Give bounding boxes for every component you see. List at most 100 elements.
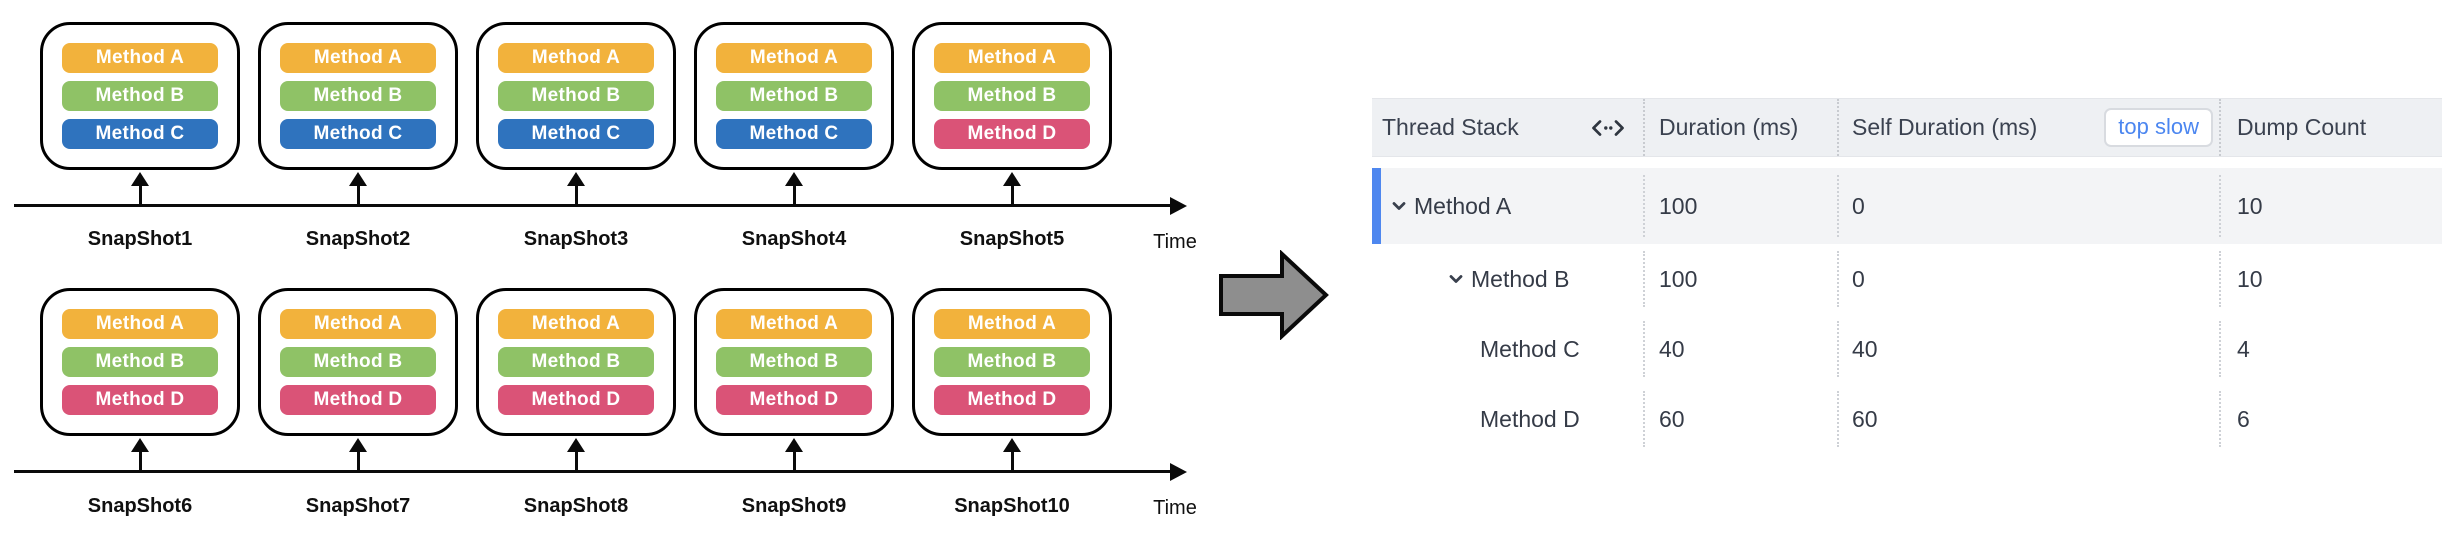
transform-arrow-icon [1219, 250, 1329, 340]
method-name: Method B [1471, 265, 1570, 292]
method-chip: Method D [716, 385, 872, 415]
method-chip: Method A [716, 309, 872, 339]
dump-count-value: 6 [2237, 405, 2250, 432]
snapshot-box-1: Method A Method B Method C [40, 22, 240, 170]
cell-duration: 40 [1645, 314, 1839, 384]
method-chip: Method D [62, 385, 218, 415]
cell-self-duration: 0 [1839, 244, 2221, 314]
snapshot-label: SnapShot10 [954, 495, 1070, 517]
method-chip: Method A [934, 43, 1090, 73]
method-chip: Method B [716, 81, 872, 111]
selected-row-indicator [1372, 168, 1381, 244]
chevron-down-icon[interactable] [1447, 270, 1465, 288]
method-name: Method C [1480, 335, 1580, 362]
dump-count-value: 10 [2237, 192, 2263, 219]
snapshot-box-10: Method A Method B Method D [912, 288, 1112, 436]
snapshot-label: SnapShot8 [523, 495, 629, 517]
method-chip: Method A [62, 43, 218, 73]
snapshot-box-5: Method A Method B Method D [912, 22, 1112, 170]
snapshot-label: SnapShot3 [523, 228, 629, 250]
column-header-duration[interactable]: Duration (ms) [1645, 99, 1839, 156]
cell-self-duration: 0 [1839, 168, 2221, 244]
table-row-method-a[interactable]: Method A 100 0 10 [1372, 168, 2442, 244]
timeline-arrow-icon [1170, 197, 1187, 215]
up-arrow-stem [139, 449, 142, 472]
method-chip: Method C [62, 119, 218, 149]
dump-count-value: 4 [2237, 335, 2250, 362]
table-row-method-c[interactable]: Method C 40 40 4 [1372, 314, 2442, 384]
up-arrow-stem [357, 183, 360, 206]
method-chip: Method B [498, 81, 654, 111]
snapshot-label: SnapShot5 [959, 228, 1065, 250]
method-chip: Method B [62, 81, 218, 111]
self-duration-value: 0 [1852, 265, 1865, 292]
snapshot-box-2: Method A Method B Method C [258, 22, 458, 170]
duration-value: 100 [1659, 265, 1698, 292]
method-chip: Method B [62, 347, 218, 377]
method-chip: Method A [934, 309, 1090, 339]
snapshot-box-4: Method A Method B Method C [694, 22, 894, 170]
up-arrow-stem [575, 449, 578, 472]
method-chip: Method A [280, 43, 436, 73]
self-duration-header-label: Self Duration (ms) [1852, 114, 2038, 140]
table-row-method-b[interactable]: Method B 100 0 10 [1372, 244, 2442, 314]
method-chip: Method A [62, 309, 218, 339]
column-header-dump-count[interactable]: Dump Count [2221, 99, 2442, 156]
table-row-method-d[interactable]: Method D 60 60 6 [1372, 384, 2442, 454]
method-chip: Method D [934, 385, 1090, 415]
up-arrow-icon [349, 172, 367, 186]
duration-value: 40 [1659, 335, 1685, 362]
cell-method: Method A [1372, 168, 1645, 244]
up-arrow-icon [785, 438, 803, 452]
self-duration-value: 0 [1852, 192, 1865, 219]
timeline-axis [14, 470, 1172, 473]
time-axis-label: Time [1153, 231, 1197, 253]
column-resize-icon[interactable] [1591, 119, 1625, 137]
method-chip: Method B [934, 81, 1090, 111]
up-arrow-icon [785, 172, 803, 186]
method-chip: Method D [498, 385, 654, 415]
cell-dump-count: 10 [2221, 244, 2442, 314]
up-arrow-stem [139, 183, 142, 206]
up-arrow-icon [567, 172, 585, 186]
snapshot-box-3: Method A Method B Method C [476, 22, 676, 170]
snapshot-label: SnapShot2 [305, 228, 411, 250]
up-arrow-icon [1003, 172, 1021, 186]
up-arrow-icon [131, 172, 149, 186]
duration-header-label: Duration (ms) [1659, 114, 1799, 140]
snapshot-label: SnapShot9 [741, 495, 847, 517]
time-axis-label: Time [1153, 497, 1197, 519]
snapshot-label: SnapShot1 [87, 228, 193, 250]
up-arrow-icon [567, 438, 585, 452]
snapshot-label: SnapShot7 [305, 495, 411, 517]
method-chip: Method A [716, 43, 872, 73]
chevron-down-icon[interactable] [1390, 197, 1408, 215]
method-chip: Method B [280, 347, 436, 377]
dump-count-value: 10 [2237, 265, 2263, 292]
timeline-arrow-icon [1170, 463, 1187, 481]
method-chip: Method B [934, 347, 1090, 377]
method-name: Method D [1480, 405, 1580, 432]
method-chip: Method D [280, 385, 436, 415]
cell-dump-count: 6 [2221, 384, 2442, 454]
up-arrow-icon [349, 438, 367, 452]
cell-duration: 100 [1645, 244, 1839, 314]
snapshot-label: SnapShot4 [741, 228, 847, 250]
cell-duration: 100 [1645, 168, 1839, 244]
thread-stack-header-label: Thread Stack [1382, 114, 1519, 140]
method-chip: Method A [280, 309, 436, 339]
top-slow-button[interactable]: top slow [2104, 108, 2213, 147]
up-arrow-stem [1011, 449, 1014, 472]
column-header-thread-stack[interactable]: Thread Stack [1372, 99, 1645, 156]
timeline-axis [14, 204, 1172, 207]
cell-duration: 60 [1645, 384, 1839, 454]
snapshot-box-9: Method A Method B Method D [694, 288, 894, 436]
up-arrow-stem [1011, 183, 1014, 206]
method-chip: Method C [716, 119, 872, 149]
up-arrow-icon [1003, 438, 1021, 452]
column-header-self-duration[interactable]: Self Duration (ms) top slow [1839, 99, 2221, 156]
cell-dump-count: 4 [2221, 314, 2442, 384]
up-arrow-stem [793, 449, 796, 472]
method-chip: Method C [280, 119, 436, 149]
